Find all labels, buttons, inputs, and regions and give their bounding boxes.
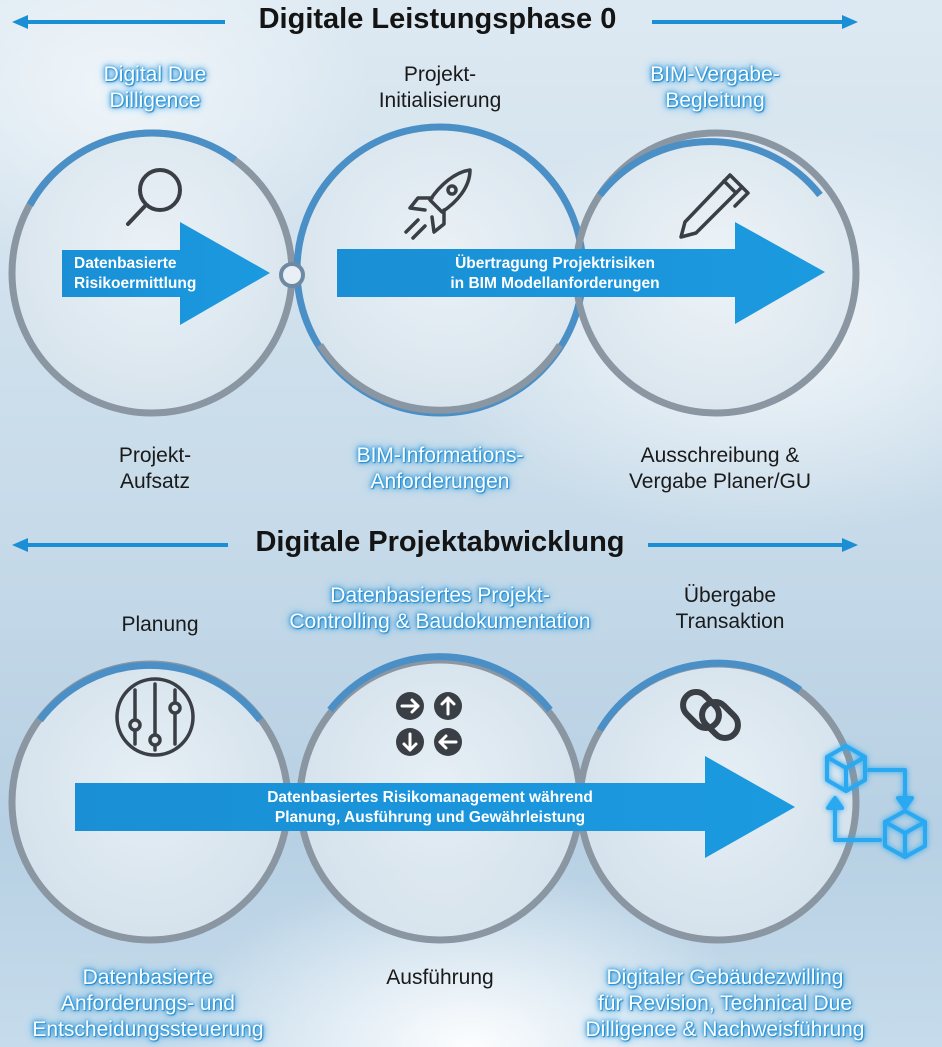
section-title-bottom: Digitale Projektabwicklung [255, 526, 625, 558]
section-title-top: Digitale Leistungsphase 0 [258, 3, 617, 35]
label-bim-informations-anforderungen: BIM-Informations- Anforderungen [356, 444, 524, 493]
rocket-icon [404, 168, 472, 240]
top-arrow-1 [62, 222, 270, 325]
label-bim-vergabe-begleitung: BIM-Vergabe- Begleitung [650, 63, 780, 112]
sliders-icon [115, 677, 195, 757]
label-anforderungs-steuerung: Datenbasierte Anforderungs- und Entschei… [32, 966, 264, 1041]
chain-link-icon [680, 689, 741, 741]
header-line-bottom [12, 538, 858, 552]
label-planung: Planung [121, 613, 199, 636]
arrows-grid-icon [396, 692, 462, 756]
label-projekt-aufsatz: Projekt- Aufsatz [118, 444, 192, 493]
arrow-text-uebertragung: Übertragung Projektrisiken in BIM Modell… [450, 255, 660, 292]
arrow-text-risikoermittlung: Datenbasierte Risikoermittlung [74, 255, 197, 292]
label-projekt-controlling: Datenbasiertes Projekt- Controlling & Ba… [289, 584, 591, 633]
pen-icon [679, 173, 750, 239]
digital-twin-cubes-icon [825, 744, 927, 859]
top-arrow-2 [337, 222, 825, 324]
magnifier-icon [126, 168, 182, 226]
label-digital-due-diligence: Digital Due Dilligence [103, 63, 207, 112]
arrow-text-risikomanagement: Datenbasiertes Risikomanagement während … [267, 789, 593, 826]
label-ausfuehrung: Ausführung [386, 966, 494, 989]
label-uebergabe-transaktion: Übergabe Transaktion [675, 584, 785, 633]
label-projekt-initialisierung: Projekt- Initialisierung [378, 63, 502, 112]
bottom-arrow [75, 756, 795, 858]
label-ausschreibung-vergabe: Ausschreibung & Vergabe Planer/GU [628, 444, 812, 493]
header-line-top [12, 15, 858, 29]
label-digitaler-gebaeudezwilling: Digitaler Gebäudezwilling für Revision, … [585, 966, 865, 1041]
